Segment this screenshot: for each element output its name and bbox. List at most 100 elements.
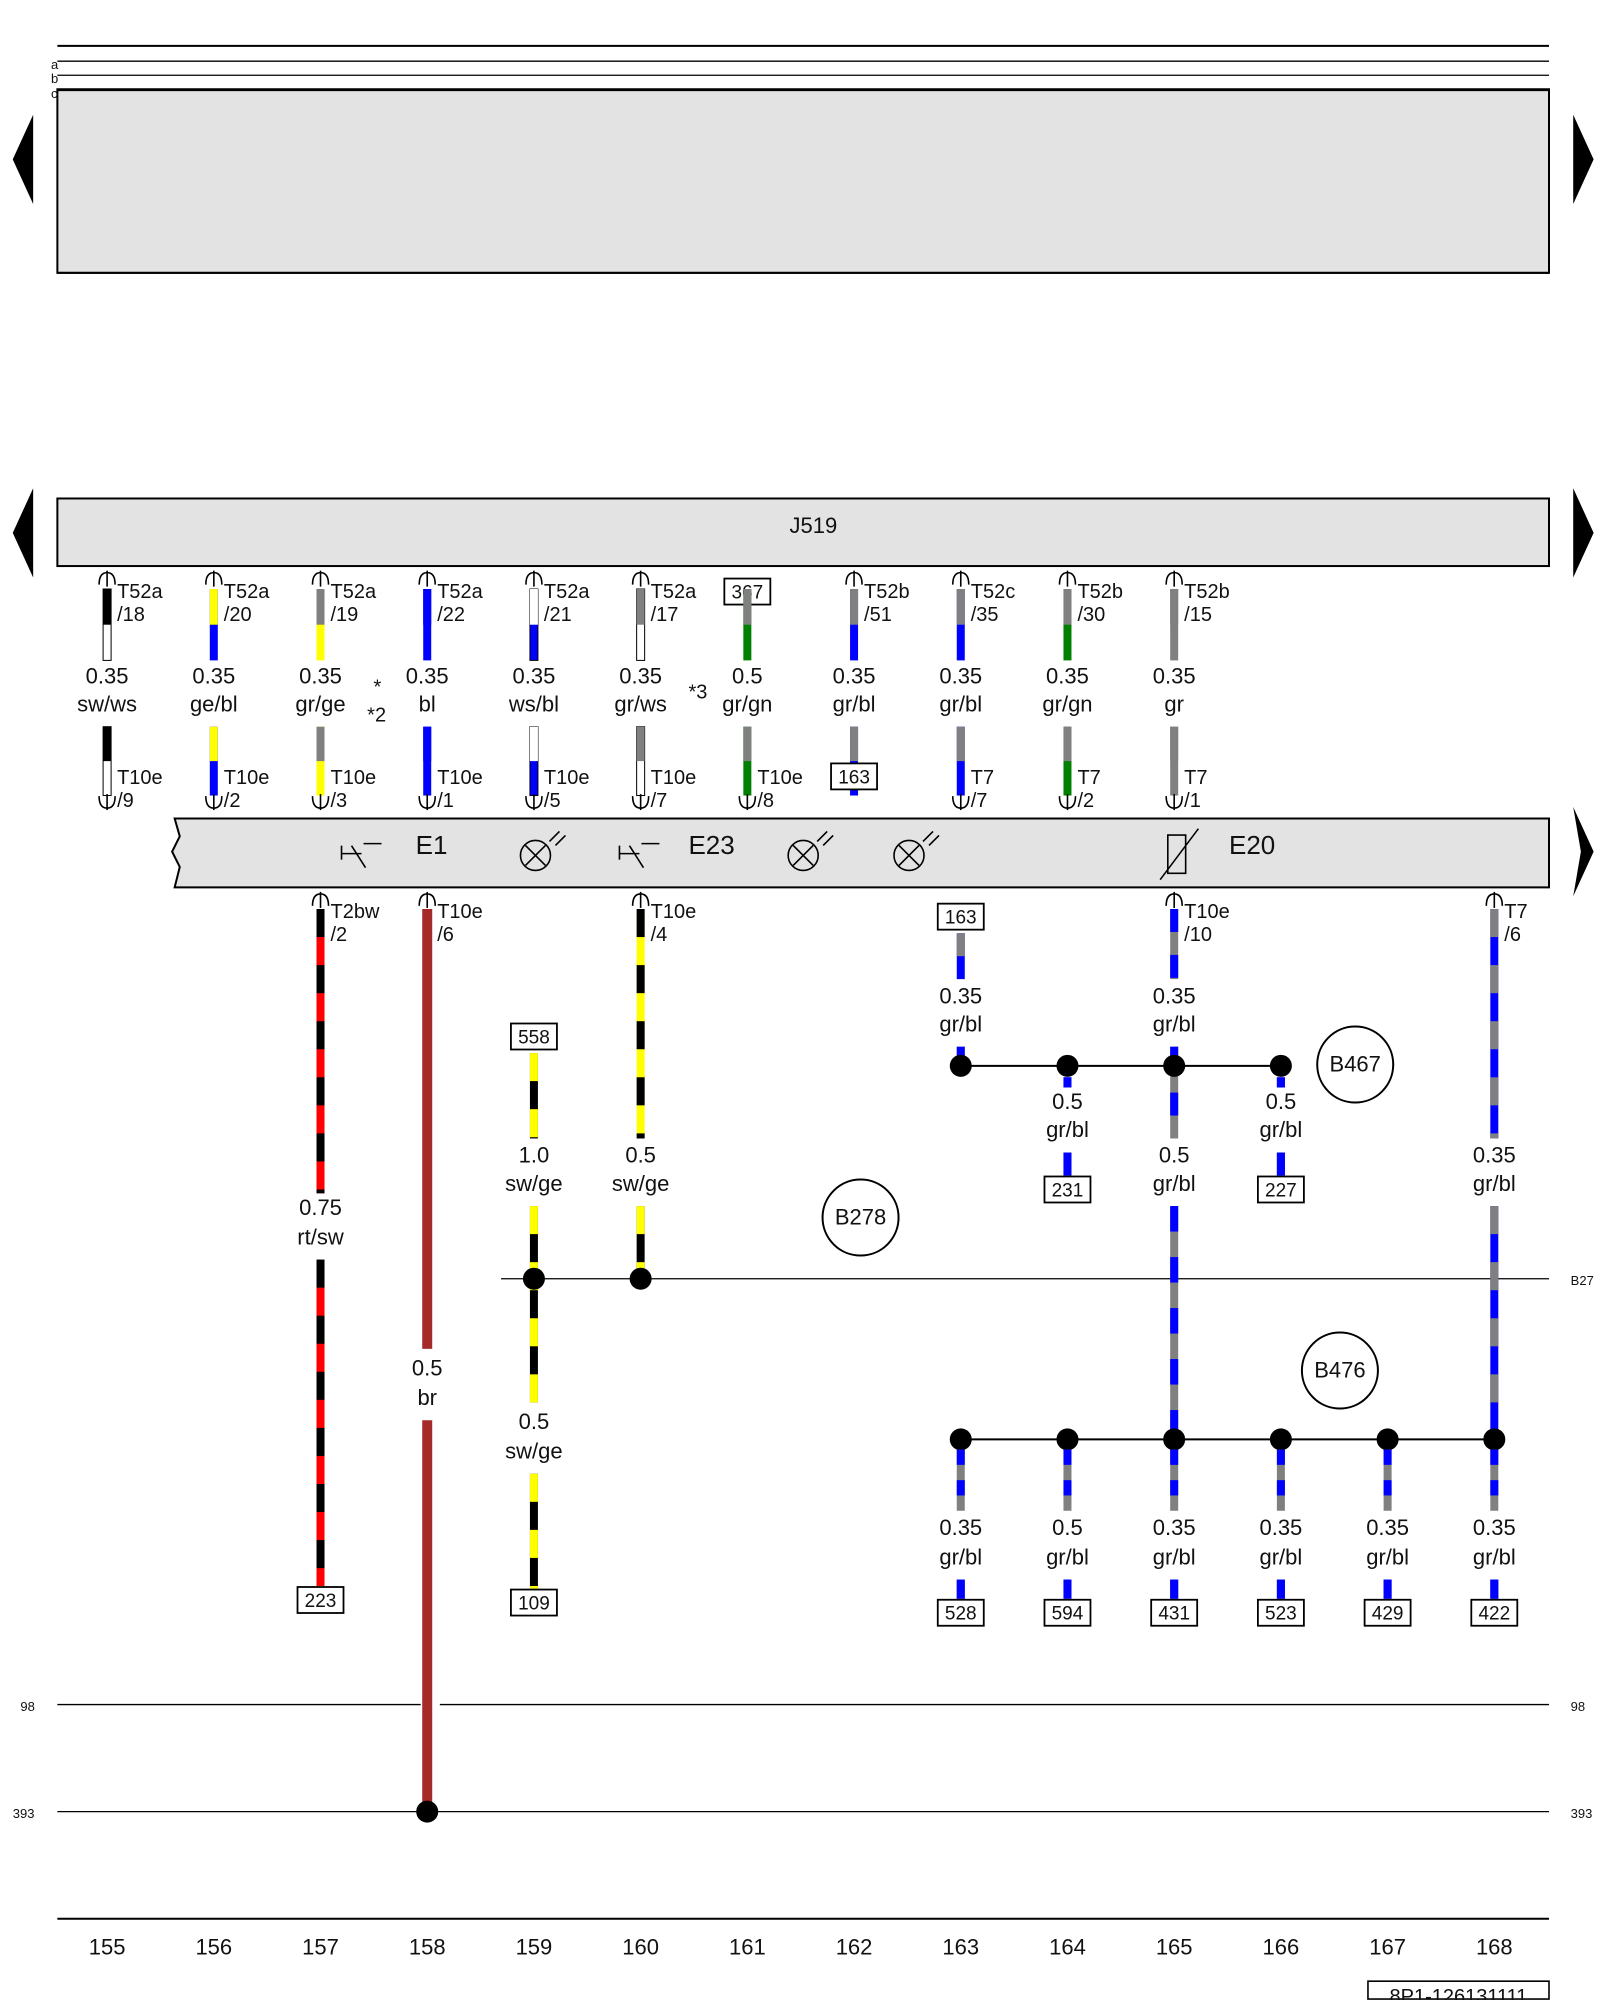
module-label-E1: E1 [416, 830, 448, 860]
upper-pin-top-3: T52a [331, 581, 377, 603]
footer-number-165: 165 [1156, 1934, 1193, 1959]
upper-wire-top-seg-10 [1063, 589, 1072, 661]
branch-wire-429 [1383, 1449, 1392, 1511]
t10e6-sub: /6 [437, 924, 454, 946]
upper-pin-top-6: T52a [651, 581, 697, 603]
splice-dot-1 [522, 1267, 545, 1290]
branch-stub-431 [1170, 1579, 1179, 1599]
upper-pin-top-sub-5: /21 [544, 604, 572, 626]
splice-b467-circle [1316, 1025, 1395, 1104]
footer-number-162: 162 [836, 1934, 873, 1959]
upper-pin-bottom-sub-4: /1 [437, 790, 454, 812]
stub-227 [1276, 1077, 1285, 1088]
upper-wire-code-5: ws/bl [508, 691, 559, 716]
branch-code-431: gr/bl [1153, 1544, 1196, 1569]
bar-label-c: c [51, 86, 58, 101]
upper-wire-code-8: gr/bl [833, 691, 876, 716]
lamp-icon-2 [787, 839, 819, 872]
footer-number-168: 168 [1476, 1934, 1513, 1959]
branch-size-528: 0.35 [939, 1515, 982, 1540]
nav-prev-icon-2[interactable] [12, 488, 34, 578]
upper-pin-bottom-sub-2: /2 [224, 790, 241, 812]
wire-br-top [422, 909, 433, 1349]
upper-wire-size-1: 0.35 [86, 663, 129, 688]
lamp-icon-3-rays [898, 830, 940, 867]
upper-wire-bottom-seg-1 [102, 726, 112, 797]
upper-pin-bottom-4: T10e [437, 767, 483, 789]
ref-227: 227 [1265, 1180, 1297, 1201]
upper-wire-code-6: gr/ws [614, 691, 667, 716]
upper-pin-bottom-sub-11: /1 [1184, 790, 1201, 812]
t76-code: gr/bl [1473, 1171, 1516, 1196]
upper-pin-bottom-6: T10e [651, 767, 697, 789]
wire-mid [1170, 1206, 1179, 1440]
branch-stub-523 [1276, 1579, 1285, 1599]
dimmer-icon-arrow [1159, 828, 1200, 881]
switch-icon-e23 [618, 842, 660, 869]
footer-number-157: 157 [302, 1934, 339, 1959]
ref-594: 594 [1052, 1604, 1084, 1625]
upper-wire-size-7: 0.5 [732, 663, 763, 688]
t2bw-pin: T2bw [331, 901, 380, 923]
upper-wire-top-seg-8 [850, 589, 859, 661]
annotation-star-2: *2 [367, 705, 386, 727]
module-label-E20: E20 [1229, 830, 1275, 860]
splice-b476: B476 [1314, 1358, 1365, 1383]
j519-bar [56, 497, 1551, 568]
w227-size: 0.5 [1266, 1089, 1297, 1114]
upper-wire-size-9: 0.35 [939, 663, 982, 688]
nav-next-icon-2[interactable] [1573, 488, 1594, 578]
footer-number-155: 155 [89, 1934, 126, 1959]
splice-dot-393 [416, 1800, 439, 1823]
ref-528: 528 [945, 1604, 977, 1625]
b467-dot-0 [949, 1054, 972, 1077]
t10e10-pin: T10e [1184, 901, 1230, 923]
upper-pin-top-sub-8: /51 [864, 604, 892, 626]
upper-pin-bottom-sub-7: /8 [757, 790, 774, 812]
ref-231: 231 [1052, 1180, 1084, 1201]
doc-number-box [1367, 1980, 1550, 2000]
branch-code-523: gr/bl [1259, 1544, 1302, 1569]
splice-dot-2 [629, 1267, 652, 1290]
upper-wire-top-seg-3 [316, 589, 325, 661]
lamp-icon-1 [519, 839, 552, 872]
upper-pin-top-sub-10: /30 [1077, 604, 1105, 626]
device-bar [170, 817, 1550, 889]
b476-dot-528 [949, 1428, 972, 1451]
b467-dot-3 [1269, 1054, 1292, 1077]
w231-size: 0.5 [1052, 1089, 1083, 1114]
ref-163-low: 163 [945, 908, 977, 929]
upper-wire-bottom-seg-4 [423, 726, 432, 796]
upper-wire-code-7: gr/gn [722, 691, 772, 716]
t10e6-code: br [417, 1385, 437, 1410]
ref-163-low-box [936, 902, 985, 931]
nav-next-icon-3[interactable] [1573, 807, 1594, 897]
ref-109-box [510, 1588, 558, 1617]
lamp-icon-3 [893, 839, 925, 872]
branch-size-429: 0.35 [1366, 1515, 1409, 1540]
upper-pin-bottom-3: T10e [331, 767, 377, 789]
branch-stub-429 [1383, 1579, 1392, 1599]
wire-t2bw-bottom [316, 1259, 325, 1586]
t10e4-pin: T10e [651, 901, 697, 923]
nav-prev-icon[interactable] [12, 114, 34, 204]
nav-next-icon[interactable] [1573, 114, 1594, 204]
branch-size-594: 0.5 [1052, 1515, 1083, 1540]
t10e6-pin: T10e [437, 901, 483, 923]
footer-number-164: 164 [1049, 1934, 1086, 1959]
t76-size: 0.35 [1473, 1143, 1516, 1168]
branch-wire-523 [1276, 1449, 1285, 1511]
w558-code: sw/ge [505, 1171, 562, 1196]
bar-label-a: a [51, 57, 59, 72]
t10e10-size: 0.35 [1153, 983, 1196, 1008]
wire-br-bottom [422, 1420, 433, 1811]
upper-wire-size-11: 0.35 [1153, 663, 1196, 688]
upper-wire-bottom-seg-11 [1170, 726, 1179, 796]
stub-231 [1063, 1077, 1072, 1088]
footer-number-160: 160 [622, 1934, 659, 1959]
label-98-left: 98 [20, 1699, 34, 1714]
upper-wire-bottom-seg-9 [956, 726, 965, 796]
upper-wire-size-2: 0.35 [192, 663, 235, 688]
